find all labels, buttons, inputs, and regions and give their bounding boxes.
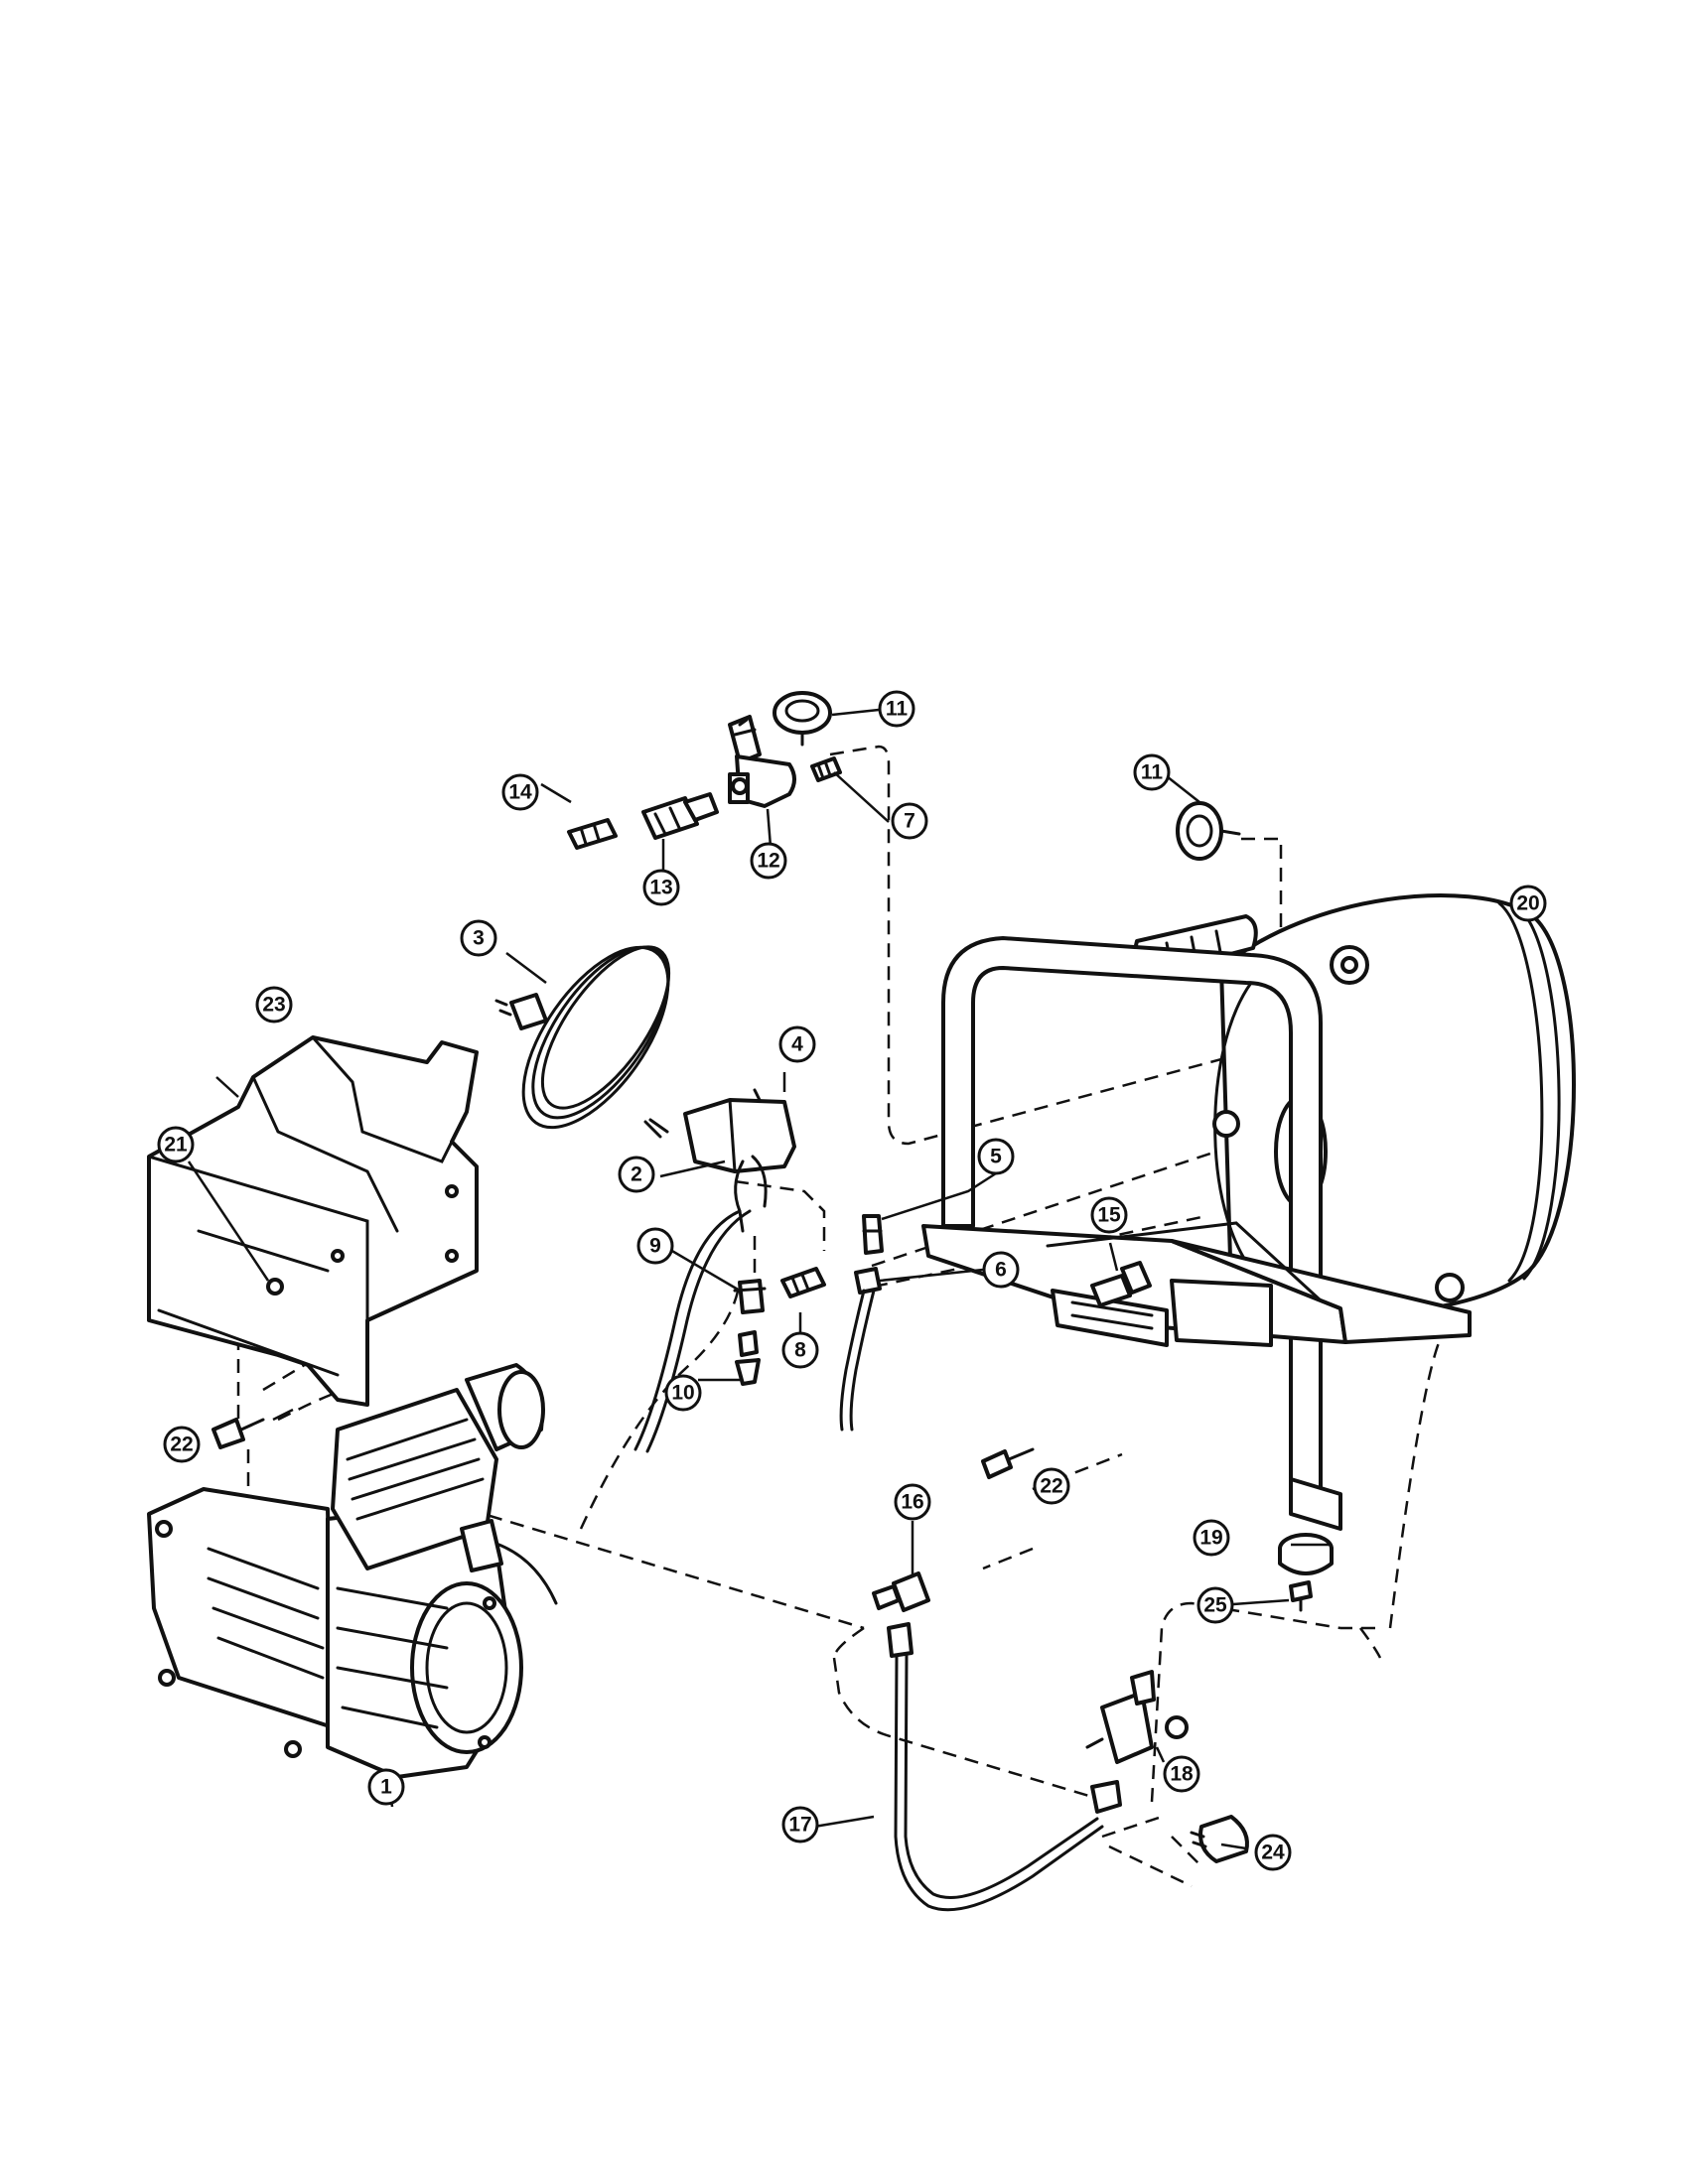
callout-9: 9 xyxy=(636,1227,674,1265)
callout-23: 23 xyxy=(255,986,293,1024)
part-4-pressure-switch xyxy=(683,1088,796,1173)
callout-7-label: 7 xyxy=(904,810,915,833)
callout-25-label: 25 xyxy=(1203,1594,1227,1617)
callout-3-label: 3 xyxy=(473,927,485,950)
callout-20: 20 xyxy=(1509,885,1547,922)
callout-24-label: 24 xyxy=(1261,1842,1285,1864)
callout-19-label: 19 xyxy=(1199,1527,1222,1550)
part-25-screw xyxy=(1289,1580,1313,1612)
part-13-quick-coupler xyxy=(641,792,719,840)
callout-1-label: 1 xyxy=(380,1776,392,1799)
callout-21-label: 21 xyxy=(164,1134,188,1157)
callout-8: 8 xyxy=(781,1331,819,1369)
callout-10: 10 xyxy=(664,1374,702,1412)
callout-2-label: 2 xyxy=(631,1163,642,1186)
callout-11-top-label: 11 xyxy=(886,698,909,721)
callout-11-right: 11 xyxy=(1133,753,1171,791)
part-3-power-cord xyxy=(494,945,671,1139)
part-6-compression-nut xyxy=(839,1267,882,1432)
callout-22-frame-label: 22 xyxy=(1040,1475,1062,1498)
callout-22-frame: 22 xyxy=(1033,1467,1070,1505)
callout-1: 1 xyxy=(367,1768,405,1806)
callout-4: 4 xyxy=(778,1025,816,1063)
callout-8-label: 8 xyxy=(794,1339,806,1362)
callout-17: 17 xyxy=(781,1806,819,1843)
part-24-hose-clamp xyxy=(1190,1815,1249,1863)
callout-25: 25 xyxy=(1196,1586,1234,1624)
part-12-pressure-regulator xyxy=(728,715,796,808)
callout-12-label: 12 xyxy=(757,850,779,873)
callout-17-label: 17 xyxy=(788,1814,811,1837)
callout-12: 12 xyxy=(750,842,787,880)
callout-5-label: 5 xyxy=(990,1146,1002,1168)
callout-22-shroud: 22 xyxy=(163,1426,201,1463)
part-11-pressure-gauge-top xyxy=(773,691,832,747)
part-10-drain-cock xyxy=(735,1330,761,1386)
part-15-safety-valve xyxy=(1090,1261,1152,1307)
part-14-air-plug xyxy=(567,818,618,850)
part-2-unloader xyxy=(633,1155,768,1453)
callout-16: 16 xyxy=(894,1483,931,1521)
part-9-tee xyxy=(733,1279,767,1314)
callout-2: 2 xyxy=(618,1156,655,1193)
part-1-compressor-pump xyxy=(147,1363,558,1779)
part-5-fitting xyxy=(862,1214,884,1255)
callout-11-right-label: 11 xyxy=(1141,761,1164,784)
callout-6-label: 6 xyxy=(995,1259,1007,1282)
part-7-nipple xyxy=(810,756,842,782)
callout-3: 3 xyxy=(460,919,497,957)
part-17-discharge-tube xyxy=(887,1622,1122,1912)
callout-13-label: 13 xyxy=(649,877,672,899)
callout-10-label: 10 xyxy=(671,1382,694,1405)
callout-5: 5 xyxy=(977,1138,1015,1175)
part-22-screw-shroud xyxy=(211,1418,265,1449)
callout-23-label: 23 xyxy=(262,994,285,1017)
callout-11-top: 11 xyxy=(878,690,915,728)
callout-21: 21 xyxy=(157,1126,195,1163)
part-19-rubber-foot xyxy=(1278,1533,1334,1575)
callout-24: 24 xyxy=(1254,1834,1292,1871)
part-23-shroud xyxy=(147,1035,479,1407)
callout-19: 19 xyxy=(1193,1519,1230,1557)
callout-13: 13 xyxy=(642,869,680,906)
callout-9-label: 9 xyxy=(649,1235,661,1258)
part-20-air-tank-frame xyxy=(921,893,1576,1531)
callout-6: 6 xyxy=(982,1251,1020,1289)
callout-15-label: 15 xyxy=(1097,1204,1121,1227)
callout-18-label: 18 xyxy=(1170,1763,1194,1786)
part-11-pressure-gauge-right xyxy=(1176,801,1241,861)
part-8-nipple xyxy=(780,1267,826,1298)
part-18-check-valve xyxy=(1085,1670,1189,1764)
part-22-screw-frame xyxy=(981,1447,1035,1479)
part-16-elbow-fitting xyxy=(872,1571,930,1612)
callout-7: 7 xyxy=(891,802,928,840)
callout-18: 18 xyxy=(1163,1755,1200,1793)
callout-16-label: 16 xyxy=(901,1491,923,1514)
callout-14-label: 14 xyxy=(508,781,532,804)
callout-20-label: 20 xyxy=(1516,892,1539,915)
callout-4-label: 4 xyxy=(791,1033,803,1056)
callout-14: 14 xyxy=(501,773,539,811)
callout-15: 15 xyxy=(1090,1196,1128,1234)
callout-22-shroud-label: 22 xyxy=(170,1433,193,1456)
